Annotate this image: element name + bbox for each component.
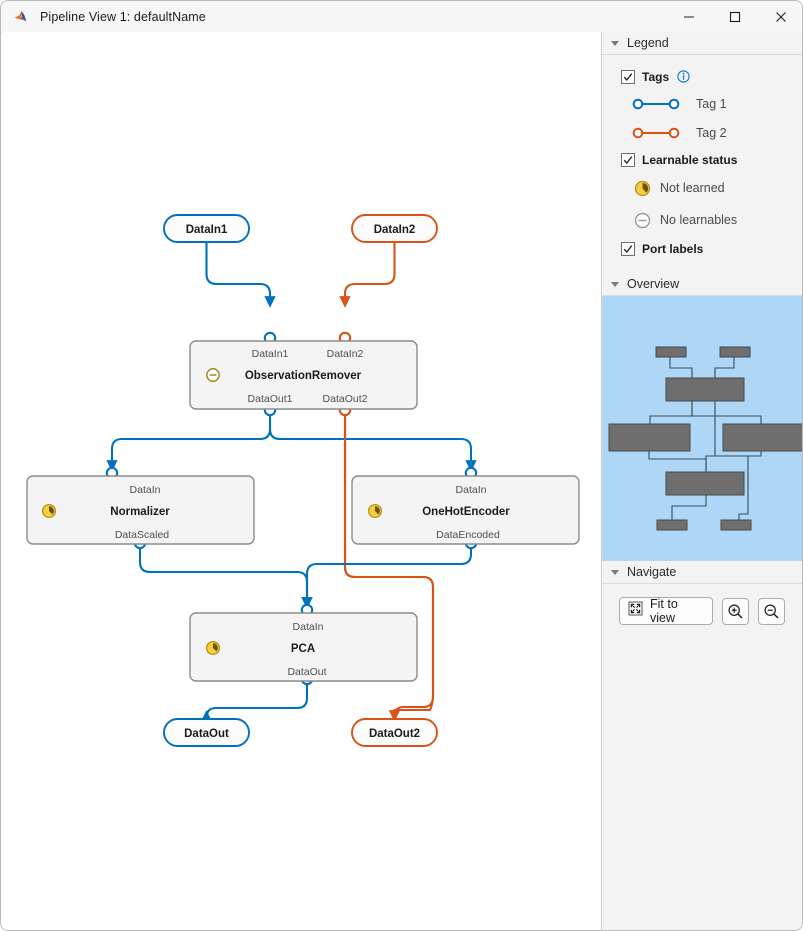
port-label-pca-dataout: DataOut (287, 666, 326, 678)
edge-datain1[interactable] (205, 242, 276, 308)
legend-not-learned: Not learned (602, 172, 802, 204)
io-node-datain1[interactable]: DataIn1 (163, 214, 250, 243)
clock-icon (41, 503, 57, 519)
port-label-datain2: DataIn2 (327, 348, 364, 360)
window-title: Pipeline View 1: defaultName (40, 9, 206, 24)
pipeline-graph: DataIn1 DataIn2 DataOut DataOut2 (26, 214, 580, 747)
chevron-down-icon (611, 40, 619, 46)
edge-onehot-to-pca[interactable] (301, 544, 473, 609)
fit-to-view-button[interactable]: Fit to view (619, 597, 713, 625)
tag-1-label: Tag 1 (696, 96, 727, 111)
tag-2-swatch (630, 126, 682, 140)
legend-no-learnables: No learnables (602, 204, 802, 236)
io-node-datain2-label: DataIn2 (374, 224, 416, 236)
block-normalizer[interactable]: DataIn Normalizer DataScaled (26, 475, 255, 545)
zoom-button-group (713, 597, 785, 625)
edge-normalizer-to-pca[interactable] (138, 544, 313, 609)
overview-minimap[interactable] (602, 296, 802, 561)
block-observationremover-label: ObservationRemover (245, 370, 362, 382)
legend-tag-1: Tag 1 (602, 89, 802, 118)
navigate-body: Fit to view (602, 584, 802, 625)
io-node-dataout-label: DataOut (184, 728, 229, 740)
clock-icon (205, 640, 221, 656)
edge-datain2[interactable] (339, 242, 396, 308)
port-label-dataencoded: DataEncoded (436, 529, 500, 541)
minimize-button[interactable] (666, 1, 712, 32)
edge-out1-to-normalizer[interactable] (106, 428, 272, 472)
edge-out1-to-onehot[interactable] (268, 428, 477, 472)
not-learned-label: Not learned (660, 181, 725, 195)
port-label-datain1: DataIn1 (252, 348, 289, 360)
window-controls (666, 1, 802, 32)
block-pca-label: PCA (291, 643, 315, 655)
zoom-in-button[interactable] (722, 597, 749, 625)
io-node-dataout2-label: DataOut2 (369, 728, 420, 740)
tag-1-swatch (630, 97, 682, 111)
port-label-dataout2: DataOut2 (323, 393, 368, 405)
io-node-datain2[interactable]: DataIn2 (351, 214, 438, 243)
maximize-button[interactable] (712, 1, 758, 32)
legend-port-labels-row[interactable]: Port labels (602, 236, 802, 261)
edge-out2-to-dataout2[interactable] (343, 411, 435, 722)
io-node-dataout[interactable]: DataOut (163, 718, 250, 747)
overview-section-header[interactable]: Overview (602, 273, 802, 296)
legend-tags-row[interactable]: Tags (602, 64, 802, 89)
clock-icon (367, 503, 383, 519)
io-nodes: DataIn1 DataIn2 DataOut DataOut2 (163, 214, 438, 747)
close-button[interactable] (758, 1, 802, 32)
tags-label: Tags (642, 69, 670, 84)
port-label-pca-datain: DataIn (293, 621, 324, 633)
window-body: DataIn1 DataIn2 DataOut DataOut2 (1, 32, 802, 930)
block-onehotencoder[interactable]: DataIn OneHotEncoder DataEncoded (351, 475, 580, 545)
legend-body: Tags (602, 55, 802, 273)
port-label-datascaled: DataScaled (115, 529, 169, 541)
port-label-dataout1: DataOut1 (248, 393, 293, 405)
fit-to-view-icon (628, 601, 643, 621)
legend-section-header[interactable]: Legend (602, 32, 802, 55)
io-node-datain1-label: DataIn1 (186, 224, 228, 236)
port-label-onehot-datain: DataIn (456, 484, 487, 496)
minus-circle-icon (634, 212, 651, 229)
info-icon[interactable] (677, 70, 690, 83)
clock-icon (634, 180, 651, 197)
io-node-dataout2[interactable]: DataOut2 (351, 718, 438, 747)
block-pca[interactable]: DataIn PCA DataOut (189, 612, 418, 682)
navigate-section-title: Navigate (627, 565, 677, 579)
navigate-section-header[interactable]: Navigate (602, 561, 802, 584)
port-label-normalizer-datain: DataIn (130, 484, 161, 496)
fit-to-view-label: Fit to view (650, 597, 678, 625)
learnable-status-checkbox[interactable] (621, 152, 635, 167)
block-observationremover[interactable]: DataIn1 DataIn2 ObservationRemover DataO… (189, 340, 418, 410)
title-bar: Pipeline View 1: defaultName (1, 1, 802, 33)
matlab-logo-icon (13, 8, 31, 26)
overview-section-title: Overview (627, 277, 680, 291)
edge-pca-to-dataout[interactable] (200, 680, 309, 722)
zoom-out-button[interactable] (758, 597, 785, 625)
no-learnables-label: No learnables (660, 213, 738, 227)
tag-2-label: Tag 2 (696, 125, 727, 140)
port-labels-label: Port labels (642, 241, 704, 256)
pipeline-canvas[interactable]: DataIn1 DataIn2 DataOut DataOut2 (2, 32, 602, 930)
legend-tag-2: Tag 2 (602, 118, 802, 147)
port-labels-checkbox[interactable] (621, 241, 635, 256)
minus-circle-icon (206, 368, 220, 382)
chevron-down-icon (611, 281, 619, 287)
legend-learnable-status-row[interactable]: Learnable status (602, 147, 802, 172)
block-onehotencoder-label: OneHotEncoder (422, 506, 510, 518)
tags-checkbox[interactable] (621, 69, 635, 84)
legend-section-title: Legend (627, 36, 669, 50)
learnable-status-label: Learnable status (642, 152, 738, 167)
chevron-down-icon (611, 569, 619, 575)
right-sidebar: Legend Tags (602, 32, 802, 930)
block-normalizer-label: Normalizer (110, 506, 170, 518)
